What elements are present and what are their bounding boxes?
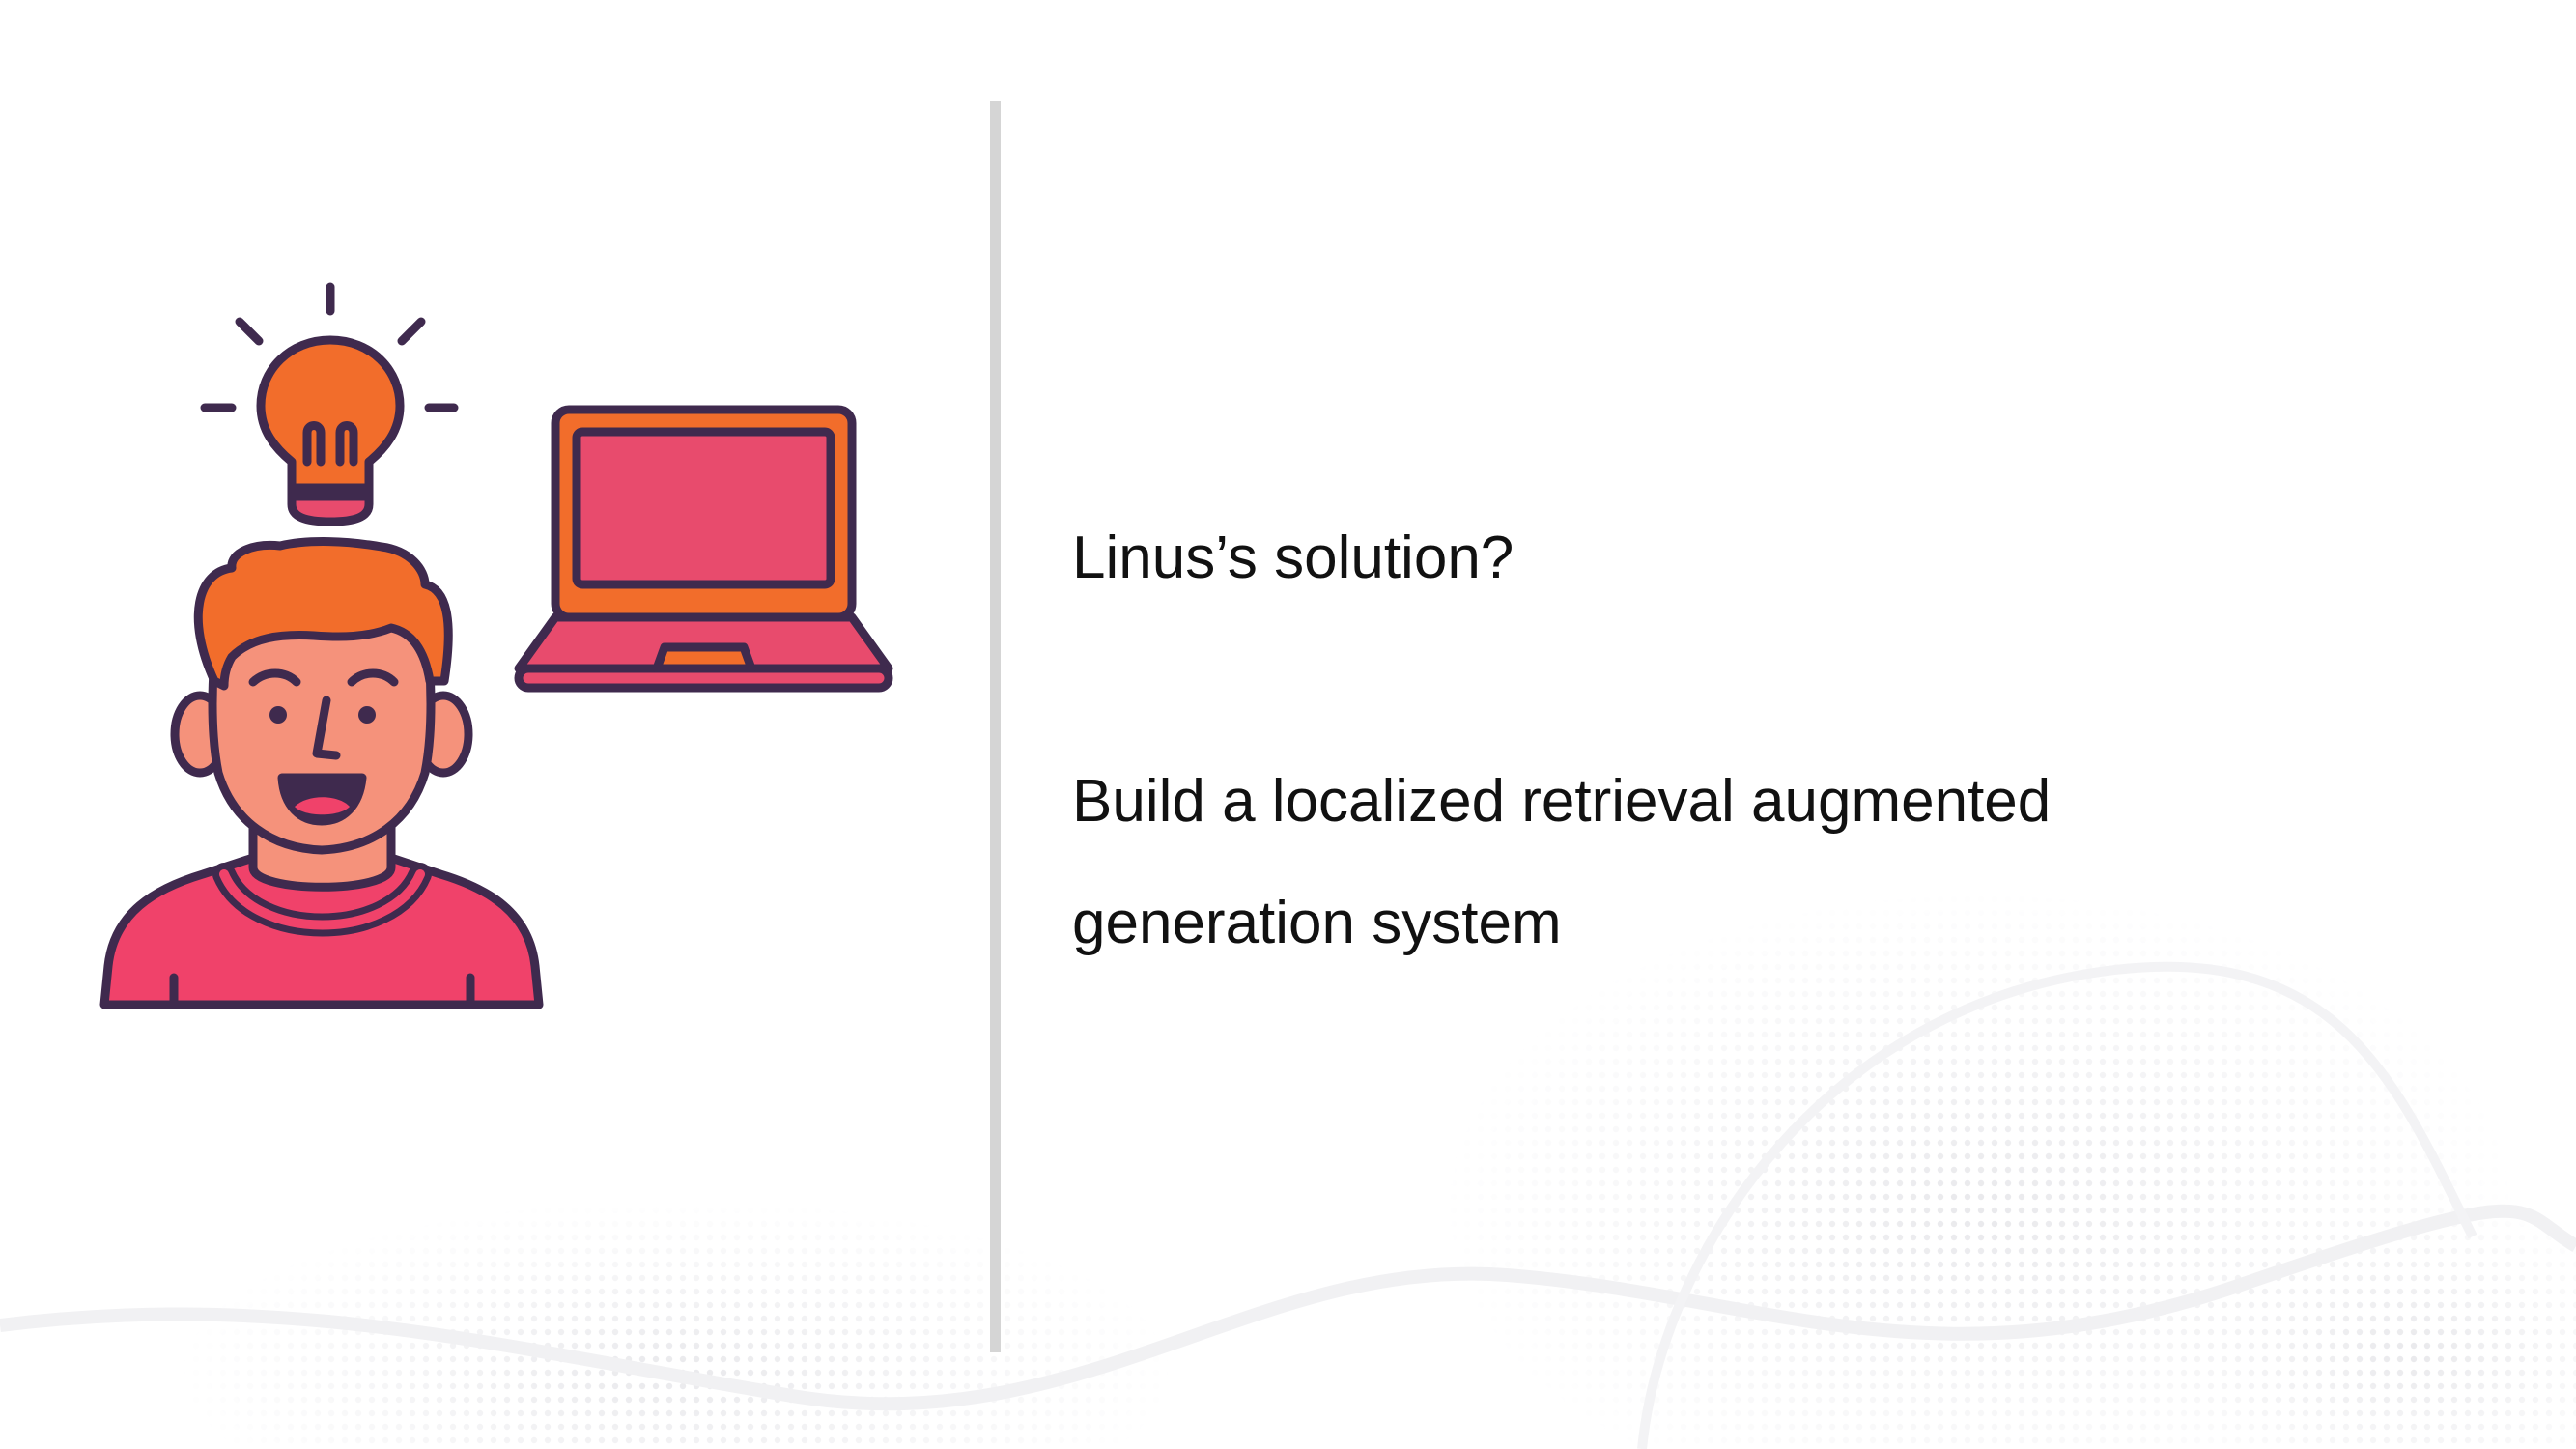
answer-line-2: generation system xyxy=(1072,890,1562,956)
smiling-person-icon xyxy=(99,537,544,1009)
slide-text: Linus’s solution? Build a localized retr… xyxy=(1072,497,2473,984)
lightbulb-rays-icon xyxy=(200,282,459,412)
lightbulb-icon xyxy=(256,335,405,526)
answer-line-1: Build a localized retrieval augmented xyxy=(1072,768,2052,835)
idea-illustration xyxy=(99,282,893,1009)
laptop-icon xyxy=(514,405,893,693)
question-text: Linus’s solution? xyxy=(1072,525,1514,591)
vertical-divider xyxy=(990,101,1001,1352)
